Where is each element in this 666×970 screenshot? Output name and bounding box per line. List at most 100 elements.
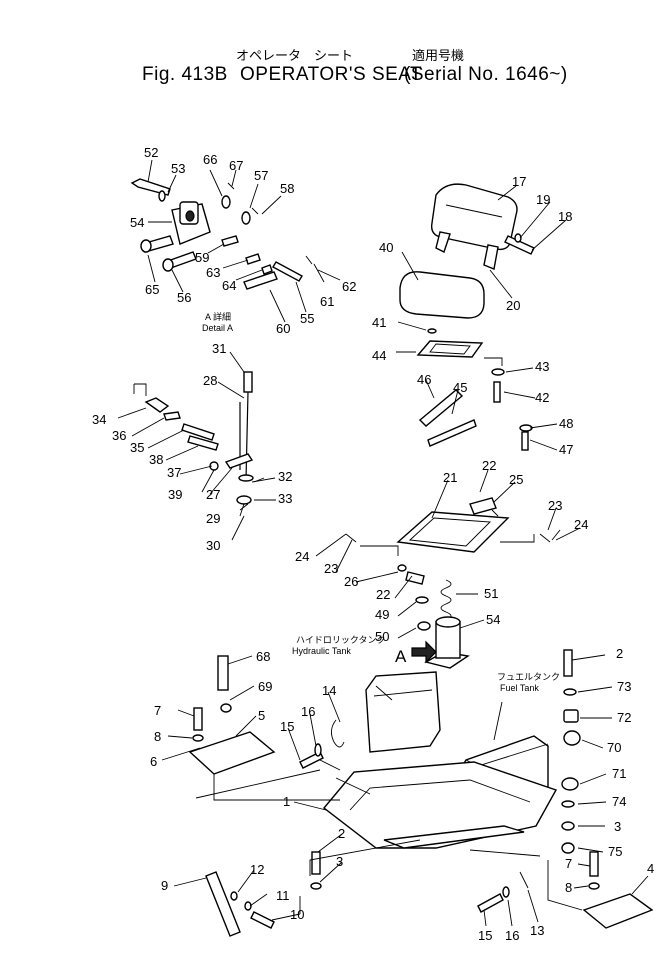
part-label: 3 xyxy=(614,819,621,834)
part-label: 73 xyxy=(617,679,631,694)
part-label: 18 xyxy=(558,209,572,224)
title-jp: オペレータ シート xyxy=(236,48,353,63)
part-label: 43 xyxy=(535,359,549,374)
hydraulic-tank-caption: Hydraulic Tank xyxy=(292,646,351,656)
part-label: 22 xyxy=(376,587,390,602)
part-label: 6 xyxy=(150,754,157,769)
part-label: 7 xyxy=(154,703,161,718)
part-label: 61 xyxy=(320,294,334,309)
fuel-tank-caption-jp: フュエルタンク xyxy=(497,672,560,682)
part-label: 38 xyxy=(149,452,163,467)
part-label: 14 xyxy=(322,683,336,698)
part-label: 36 xyxy=(112,428,126,443)
part-label: 53 xyxy=(171,161,185,176)
part-label: 15 xyxy=(478,928,492,943)
view-arrow-label: A xyxy=(395,647,407,666)
part-label: 30 xyxy=(206,538,220,553)
part-label: 24 xyxy=(295,549,309,564)
part-label: 9 xyxy=(161,878,168,893)
serial-range: (Serial No. 1646~) xyxy=(404,64,568,85)
part-label: 56 xyxy=(177,290,191,305)
part-label: 24 xyxy=(574,517,588,532)
part-label: 39 xyxy=(168,487,182,502)
part-label: 45 xyxy=(453,380,467,395)
part-label: 49 xyxy=(375,607,389,622)
part-label: 64 xyxy=(222,278,236,293)
part-labels: 52 53 66 67 57 58 54 59 63 64 61 62 65 5… xyxy=(92,145,654,943)
part-label: 31 xyxy=(212,341,226,356)
part-label: 26 xyxy=(344,574,358,589)
fuel-tank-caption: Fuel Tank xyxy=(500,683,539,693)
part-label: 51 xyxy=(484,586,498,601)
part-label: 33 xyxy=(278,491,292,506)
part-label: 25 xyxy=(509,472,523,487)
seat-base-assembly xyxy=(315,469,581,669)
part-label: 23 xyxy=(324,561,338,576)
part-label: 8 xyxy=(565,880,572,895)
part-label: 41 xyxy=(372,315,386,330)
part-label: 37 xyxy=(167,465,181,480)
detail-a-assembly xyxy=(130,159,341,323)
part-label: 12 xyxy=(250,862,264,877)
part-label: 35 xyxy=(130,440,144,455)
part-label: 75 xyxy=(608,844,622,859)
part-label: 32 xyxy=(278,469,292,484)
part-label: 55 xyxy=(300,311,314,326)
part-label: 10 xyxy=(290,907,304,922)
detail-a-caption: Detail A xyxy=(202,323,233,333)
part-label: 62 xyxy=(342,279,356,294)
part-label: 58 xyxy=(280,181,294,196)
part-label: 50 xyxy=(375,629,389,644)
part-label: 28 xyxy=(203,373,217,388)
part-label: 67 xyxy=(229,158,243,173)
part-label: 2 xyxy=(338,826,345,841)
part-label: 2 xyxy=(616,646,623,661)
part-label: 15 xyxy=(280,719,294,734)
part-label: 48 xyxy=(559,416,573,431)
part-label: 68 xyxy=(256,649,270,664)
part-label: 16 xyxy=(505,928,519,943)
part-label: 47 xyxy=(559,442,573,457)
part-label: 3 xyxy=(336,854,343,869)
part-label: 71 xyxy=(612,766,626,781)
captions: A 詳細 Detail A ハイドロリックタンク Hydraulic Tank … xyxy=(202,311,560,693)
part-label: 13 xyxy=(530,923,544,938)
part-label: 44 xyxy=(372,348,386,363)
part-label: 70 xyxy=(607,740,621,755)
seat-assembly xyxy=(396,183,567,451)
part-label: 65 xyxy=(145,282,159,297)
part-label: 60 xyxy=(276,321,290,336)
hydraulic-tank-caption-jp: ハイドロリックタンク xyxy=(296,635,385,645)
part-label: 7 xyxy=(565,856,572,871)
part-label: 23 xyxy=(548,498,562,513)
part-label: 40 xyxy=(379,240,393,255)
lever-assembly xyxy=(117,351,276,541)
part-label: 29 xyxy=(206,511,220,526)
part-label: 59 xyxy=(195,250,209,265)
part-label: 54 xyxy=(130,215,144,230)
serial-jp: 適用号機 xyxy=(412,48,464,63)
part-label: 42 xyxy=(535,390,549,405)
part-label: 54 xyxy=(486,612,500,627)
header: オペレータ シート Fig. 413B OPERATOR'S SEAT 適用号機… xyxy=(142,48,568,85)
page-title: OPERATOR'S SEAT xyxy=(240,64,422,85)
part-label: 1 xyxy=(283,794,290,809)
part-label: 57 xyxy=(254,168,268,183)
part-label: 27 xyxy=(206,487,220,502)
part-label: 11 xyxy=(276,888,290,903)
part-label: 8 xyxy=(154,729,161,744)
part-label: 74 xyxy=(612,794,626,809)
part-label: 72 xyxy=(617,710,631,725)
part-label: 46 xyxy=(417,372,431,387)
figure-number: Fig. 413B xyxy=(142,64,228,85)
part-label: 4 xyxy=(647,861,654,876)
part-label: 63 xyxy=(206,265,220,280)
part-label: 19 xyxy=(536,192,550,207)
part-label: 20 xyxy=(506,298,520,313)
part-label: 16 xyxy=(301,704,315,719)
part-label: 5 xyxy=(258,708,265,723)
part-label: 52 xyxy=(144,145,158,160)
part-label: 22 xyxy=(482,458,496,473)
part-label: 17 xyxy=(512,174,526,189)
